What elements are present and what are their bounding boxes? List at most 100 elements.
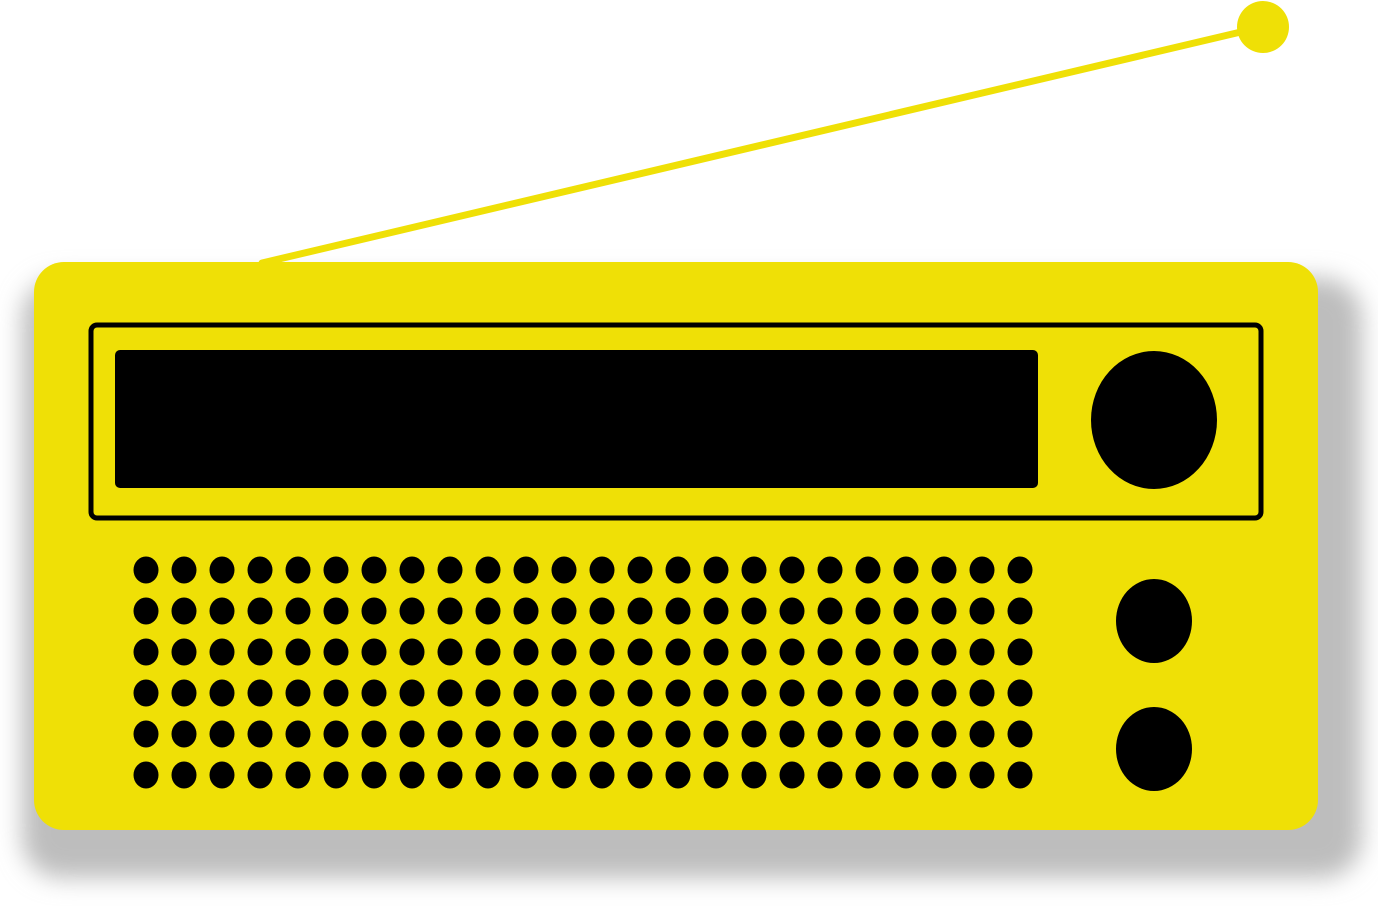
- speaker-hole: [741, 556, 767, 584]
- speaker-hole: [589, 720, 615, 748]
- speaker-hole: [285, 761, 311, 789]
- speaker-hole: [285, 638, 311, 666]
- speaker-hole: [969, 638, 995, 666]
- speaker-hole: [589, 679, 615, 707]
- speaker-hole: [285, 720, 311, 748]
- speaker-hole: [931, 720, 957, 748]
- speaker-hole: [665, 597, 691, 625]
- speaker-hole: [323, 638, 349, 666]
- speaker-hole: [513, 679, 539, 707]
- speaker-hole: [703, 761, 729, 789]
- speaker-hole: [171, 556, 197, 584]
- speaker-hole: [1007, 638, 1033, 666]
- speaker-hole: [589, 556, 615, 584]
- speaker-hole: [209, 761, 235, 789]
- speaker-hole: [551, 556, 577, 584]
- speaker-hole: [361, 597, 387, 625]
- speaker-hole: [513, 720, 539, 748]
- speaker-hole: [323, 679, 349, 707]
- speaker-hole: [285, 679, 311, 707]
- speaker-hole: [247, 597, 273, 625]
- speaker-hole: [513, 761, 539, 789]
- speaker-hole: [399, 597, 425, 625]
- speaker-hole: [209, 679, 235, 707]
- speaker-hole: [817, 597, 843, 625]
- speaker-hole: [817, 720, 843, 748]
- speaker-hole: [855, 679, 881, 707]
- speaker-hole: [323, 761, 349, 789]
- speaker-hole: [969, 720, 995, 748]
- volume-knob-icon: [1116, 579, 1192, 663]
- speaker-hole: [399, 556, 425, 584]
- speaker-hole: [437, 720, 463, 748]
- speaker-hole: [969, 679, 995, 707]
- speaker-hole: [817, 761, 843, 789]
- speaker-hole: [779, 597, 805, 625]
- speaker-hole: [703, 720, 729, 748]
- speaker-hole: [209, 556, 235, 584]
- speaker-hole: [513, 638, 539, 666]
- speaker-hole: [361, 638, 387, 666]
- speaker-hole: [361, 556, 387, 584]
- tuner-panel-frame: [88, 322, 1264, 521]
- speaker-hole: [437, 679, 463, 707]
- speaker-hole: [437, 556, 463, 584]
- speaker-hole: [855, 720, 881, 748]
- speaker-hole: [361, 679, 387, 707]
- speaker-hole: [741, 679, 767, 707]
- speaker-hole: [323, 597, 349, 625]
- speaker-hole: [741, 720, 767, 748]
- speaker-hole: [247, 679, 273, 707]
- speaker-hole: [475, 679, 501, 707]
- speaker-hole: [779, 679, 805, 707]
- speaker-hole: [779, 720, 805, 748]
- speaker-hole: [931, 761, 957, 789]
- speaker-hole: [779, 761, 805, 789]
- speaker-hole: [209, 638, 235, 666]
- speaker-hole: [551, 761, 577, 789]
- speaker-hole: [665, 720, 691, 748]
- speaker-hole: [551, 638, 577, 666]
- speaker-hole: [969, 761, 995, 789]
- speaker-hole: [779, 638, 805, 666]
- speaker-hole: [627, 597, 653, 625]
- speaker-hole: [247, 638, 273, 666]
- speaker-hole: [209, 720, 235, 748]
- speaker-hole: [893, 761, 919, 789]
- speaker-hole: [665, 638, 691, 666]
- speaker-hole: [817, 556, 843, 584]
- speaker-hole: [855, 638, 881, 666]
- speaker-hole: [399, 679, 425, 707]
- speaker-hole: [399, 761, 425, 789]
- speaker-hole: [779, 556, 805, 584]
- speaker-hole: [399, 720, 425, 748]
- speaker-hole: [1007, 597, 1033, 625]
- speaker-hole: [171, 761, 197, 789]
- speaker-hole: [247, 720, 273, 748]
- speaker-hole: [855, 556, 881, 584]
- speaker-hole: [1007, 761, 1033, 789]
- speaker-hole: [703, 679, 729, 707]
- speaker-hole: [361, 720, 387, 748]
- speaker-hole: [969, 597, 995, 625]
- speaker-hole: [589, 597, 615, 625]
- speaker-hole: [399, 638, 425, 666]
- speaker-hole: [893, 597, 919, 625]
- speaker-hole: [437, 597, 463, 625]
- speaker-hole: [513, 597, 539, 625]
- speaker-hole: [171, 638, 197, 666]
- speaker-hole: [551, 679, 577, 707]
- speaker-hole: [703, 556, 729, 584]
- speaker-hole: [171, 720, 197, 748]
- speaker-hole: [475, 761, 501, 789]
- speaker-hole: [855, 761, 881, 789]
- speaker-hole: [247, 556, 273, 584]
- speaker-hole: [589, 638, 615, 666]
- speaker-hole: [893, 679, 919, 707]
- speaker-hole: [627, 638, 653, 666]
- speaker-hole: [665, 556, 691, 584]
- speaker-hole: [855, 597, 881, 625]
- speaker-hole: [171, 597, 197, 625]
- speaker-hole: [817, 679, 843, 707]
